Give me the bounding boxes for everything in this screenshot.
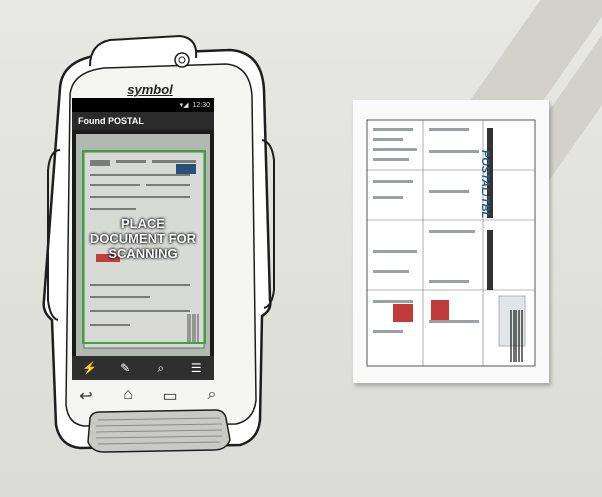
shipping-document: POSTAL/TBL bbox=[353, 100, 549, 383]
navigation-keys: ↩ ⌂ ▭ ⌕ bbox=[74, 386, 224, 406]
torch-off-icon[interactable]: ✎ bbox=[120, 361, 131, 375]
status-time: 12:30 bbox=[192, 101, 210, 109]
camera-toolbar: ⚡ ✎ ⌕ ☰ bbox=[72, 356, 214, 380]
recent-apps-icon[interactable]: ▭ bbox=[162, 388, 178, 405]
status-bar: ▾◢ 12:30 bbox=[72, 98, 214, 112]
scan-instruction: PLACE DOCUMENT FOR SCANNING bbox=[89, 216, 197, 261]
app-title: Found POSTAL bbox=[72, 112, 214, 130]
device-brand-logo: symbol bbox=[127, 82, 173, 97]
flash-off-icon[interactable]: ⚡ bbox=[82, 361, 98, 375]
device-screen: ▾◢ 12:30 Found POSTAL bbox=[72, 98, 214, 380]
home-icon[interactable]: ⌂ bbox=[123, 386, 133, 403]
camera-document-preview bbox=[76, 134, 210, 356]
document-form bbox=[366, 119, 536, 367]
camera-preview bbox=[76, 134, 210, 356]
zoom-icon[interactable]: ⌕ bbox=[157, 360, 165, 375]
scan-frame bbox=[82, 150, 206, 344]
document-logo: POSTAL/TBL bbox=[479, 150, 491, 219]
back-icon[interactable]: ↩ bbox=[79, 388, 93, 405]
signal-icon: ▾◢ bbox=[179, 102, 189, 109]
search-icon[interactable]: ⌕ bbox=[207, 386, 217, 403]
menu-icon[interactable]: ☰ bbox=[190, 361, 202, 375]
